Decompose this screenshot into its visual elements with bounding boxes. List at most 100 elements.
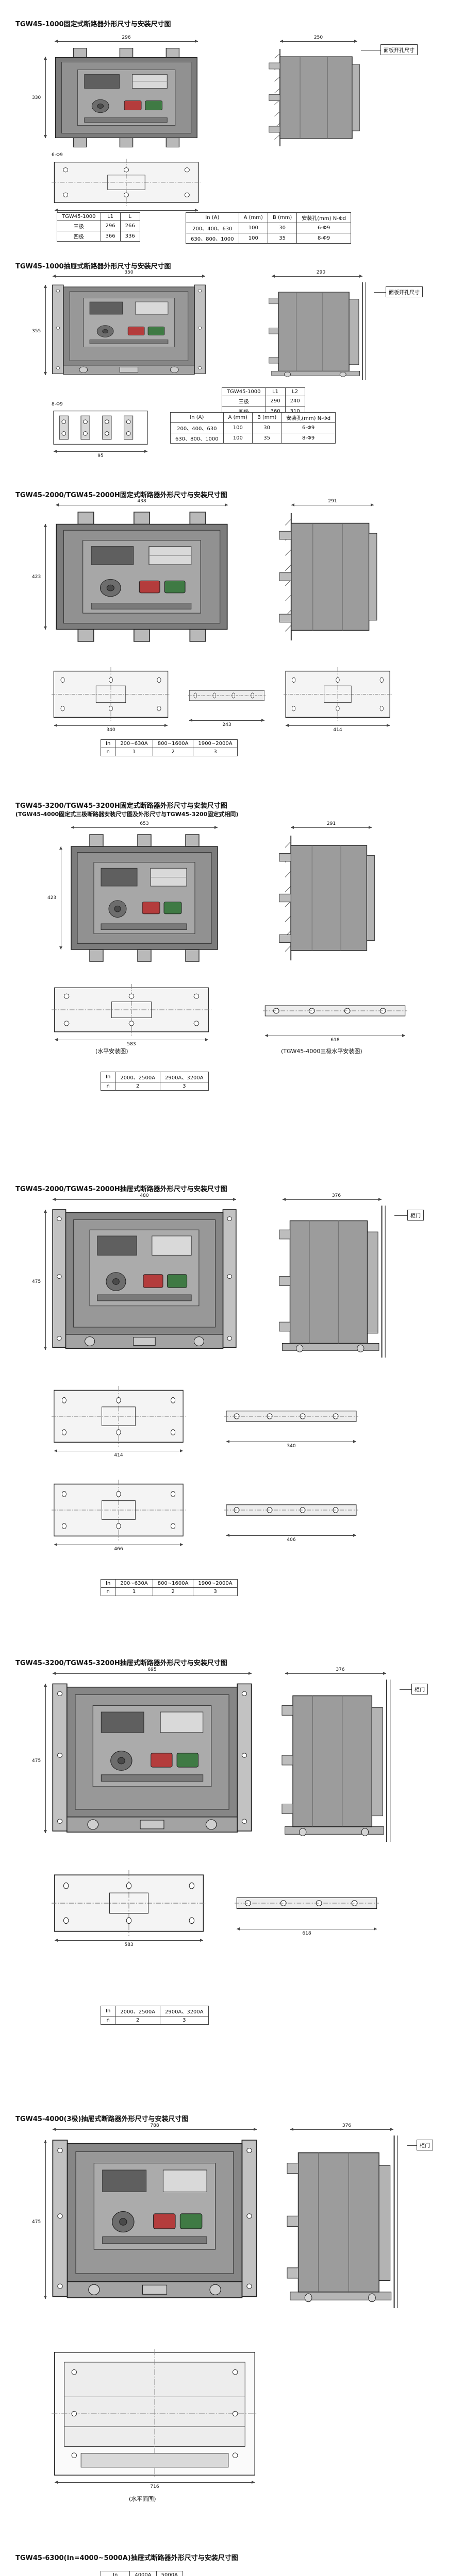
section-title: TGW45-4000(3极)抽屉式断路器外形尺寸与安装尺寸图: [15, 2115, 189, 2123]
table-cell: 1: [115, 1587, 153, 1596]
mounting-holes-drawing: [52, 159, 201, 206]
side-view: 376: [286, 2123, 407, 2308]
breaker-side-drawing: [278, 835, 375, 961]
table-cell: 336: [120, 231, 140, 242]
breaker-front-drawing: [55, 47, 197, 148]
table-cell: 200、400、630: [186, 223, 239, 233]
leader-line: [400, 1689, 411, 1690]
table-cell: 6-Φ9: [296, 223, 352, 233]
table-cell: n: [100, 1082, 116, 1091]
mounting-holes-drawing: [52, 1480, 186, 1540]
side-view: 250: [268, 35, 369, 148]
table-cell: In (A): [170, 412, 224, 423]
front-view: 788 475: [32, 2123, 258, 2308]
table-cell: 35: [252, 433, 282, 444]
dimension-width: 340: [106, 727, 115, 733]
table-cell: 四极: [57, 231, 101, 242]
table-cell: 安装孔(mm) N-Φd: [296, 212, 352, 223]
bracket-pattern-drawing: [224, 1411, 358, 1422]
dimension-line: [53, 1672, 252, 1675]
cabinet-door-note: 柜门: [411, 1684, 428, 1694]
bracket-pattern-drawing: [235, 1897, 379, 1909]
section-title: TGW45-1000抽屉式断路器外形尺寸与安装尺寸图: [15, 263, 171, 270]
table-cell: 2000、2500A: [115, 2006, 161, 2016]
table-cell: 100: [223, 422, 253, 433]
table-cell: n: [100, 748, 116, 756]
front-view: 480 475: [32, 1193, 237, 1358]
front-view: 296 330: [32, 35, 201, 148]
breaker-side-drawing: [278, 512, 377, 641]
table-cell: 1900~2000A: [193, 739, 238, 748]
dimension-height: 355: [32, 329, 41, 334]
dimension-height: 475: [32, 1279, 41, 1284]
dimension-width: 296: [122, 35, 131, 40]
table-cell: L1: [100, 212, 121, 221]
cabinet-door-note: 柜门: [417, 2140, 433, 2150]
front-view: 438 423: [32, 499, 232, 642]
table-cell: 三极: [57, 221, 101, 231]
table-cell: 2: [152, 748, 194, 756]
table-cell: 2000、2500A: [115, 1072, 161, 1082]
dimension-line: [189, 719, 264, 722]
table-cell: 296: [100, 221, 121, 231]
table-cell: n: [100, 1587, 116, 1596]
horizontal-mounting-plan: 583: [52, 984, 211, 1047]
dimension-width: 716: [150, 2484, 159, 2489]
terminal-pattern-view: 8-Φ9 95: [52, 402, 150, 459]
table-cell: L: [120, 212, 140, 221]
table-cell: 安装孔(mm) N-Φd: [281, 412, 336, 423]
dimension-depth: 291: [328, 499, 337, 504]
breaker-side-drawing: [278, 1206, 386, 1358]
table-cell: n: [100, 2016, 116, 2025]
dimension-line: [283, 1198, 382, 1201]
breaker-front-drawing: [71, 834, 218, 962]
dimension-width: 653: [140, 821, 149, 826]
dimension-width: 243: [222, 722, 231, 727]
side-view: 290: [268, 270, 374, 380]
dimension-line: [55, 40, 198, 43]
figure-caption: (水平安装图): [95, 1048, 128, 1055]
hole-spec-label: 6-Φ9: [52, 152, 63, 158]
figure-caption: (水平面图): [129, 2496, 156, 2502]
dimension-depth: 376: [336, 1667, 345, 1672]
table-cell: 3: [193, 1587, 238, 1596]
breaker-front-drawing: [52, 2140, 257, 2298]
table-cell: 630、800、1000: [170, 433, 224, 444]
table-cell: In: [100, 1579, 116, 1588]
dimension-line: [53, 2128, 257, 2131]
dimension-line: [54, 450, 147, 453]
table-cell: 3: [160, 2016, 209, 2025]
dimension-height: 423: [32, 574, 41, 580]
dimension-depth: 291: [326, 821, 336, 826]
table-cell: L1: [265, 387, 286, 396]
panel-cutout-note: 面板开孔尺寸: [386, 286, 423, 297]
breaker-side-drawing: [268, 282, 366, 380]
dimension-width: 406: [287, 1537, 296, 1543]
dimension-width: 340: [287, 1444, 296, 1449]
table-cell: 2900A、3200A: [160, 2006, 209, 2016]
dimension-line: [53, 275, 205, 278]
dimension-width: 788: [150, 2123, 159, 2128]
terminal-pattern-drawing: [53, 411, 148, 445]
table-cell: In: [100, 739, 116, 748]
dimension-depth: 290: [316, 270, 326, 275]
dimension-width: 466: [114, 1547, 123, 1552]
dimension-pitch: 95: [97, 453, 104, 459]
leader-line: [394, 1215, 407, 1216]
table-row: In (A)A (mm)B (mm)安装孔(mm) N-Φd: [170, 412, 336, 423]
bracket-pattern-drawing: [188, 690, 266, 701]
table-cell: 30: [267, 223, 297, 233]
table-cell: A (mm): [238, 212, 268, 223]
table-cell: 1: [115, 748, 153, 756]
section-title: TGW45-1000固定式断路器外形尺寸与安装尺寸图: [15, 21, 171, 28]
